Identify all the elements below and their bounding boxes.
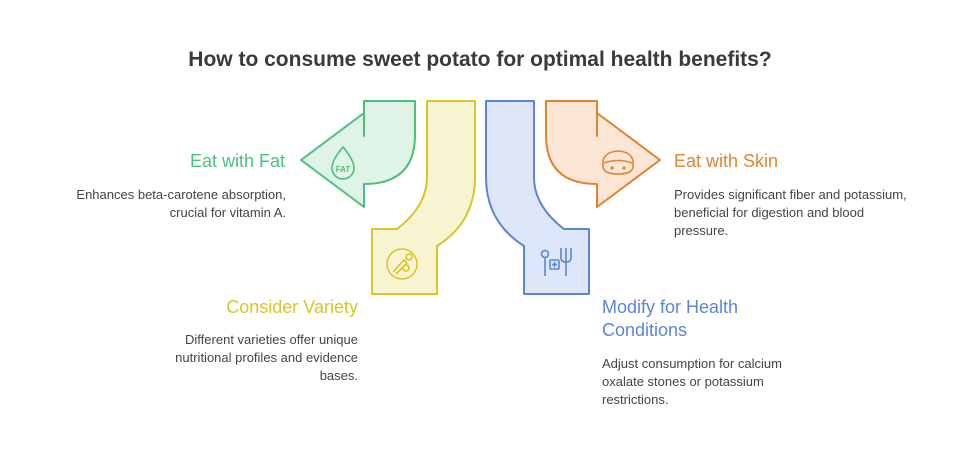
potato-icon xyxy=(601,150,635,175)
eat-with-fat-heading: Eat with Fat xyxy=(189,151,285,171)
vegetables-icon xyxy=(386,248,418,280)
fat-icon-label: FAT xyxy=(336,165,351,174)
modify-health-description: Adjust consumption for calcium oxalate s… xyxy=(602,356,782,407)
green-arrow xyxy=(300,100,416,208)
modify-health-heading: Modify for Health Conditions xyxy=(602,297,739,340)
blue-arrow xyxy=(485,100,590,295)
yellow-arrow xyxy=(371,100,476,295)
consider-variety-description: Different varieties offer unique nutriti… xyxy=(175,332,358,383)
page-title: How to consume sweet potato for optimal … xyxy=(188,48,772,71)
eat-with-skin-description: Provides significant fiber and potassium… xyxy=(674,187,907,238)
medical-utensils-icon xyxy=(540,248,572,276)
consider-variety-heading: Consider Variety xyxy=(226,297,358,317)
eat-with-fat-description: Enhances beta-carotene absorption, cruci… xyxy=(76,187,286,220)
orange-arrow xyxy=(545,100,661,208)
eat-with-skin-heading: Eat with Skin xyxy=(674,151,779,171)
fat-drop-icon: FAT xyxy=(331,146,355,180)
